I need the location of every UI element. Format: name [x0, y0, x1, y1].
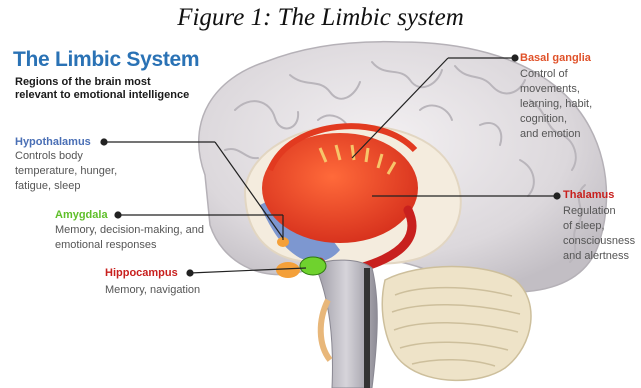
basal-ganglia-desc: Control of movements, learning, habit, c… — [520, 67, 592, 142]
basal-ganglia-label: Basal ganglia — [520, 52, 591, 64]
hippocampus-region — [300, 257, 326, 275]
diagram-subtitle: Regions of the brain most relevant to em… — [15, 76, 195, 102]
hypothalamus-desc: Controls body temperature, hunger, fatig… — [15, 149, 117, 194]
thalamus-label: Thalamus — [563, 189, 614, 201]
amygdala-label: Amygdala — [55, 209, 108, 221]
hippocampus-label: Hippocampus — [105, 267, 178, 279]
spinal-canal — [364, 268, 370, 388]
amygdala-lower — [276, 262, 300, 278]
figure-caption: Figure 1: The Limbic system — [0, 4, 641, 32]
hippocampus-desc: Memory, navigation — [105, 283, 200, 298]
amygdala-desc: Memory, decision-making, and emotional r… — [55, 223, 204, 253]
hypothalamus-label: Hypothalamus — [15, 136, 91, 148]
thalamus-desc: Regulation of sleep, consciousness and a… — [563, 204, 635, 264]
diagram-title: The Limbic System — [13, 48, 199, 72]
